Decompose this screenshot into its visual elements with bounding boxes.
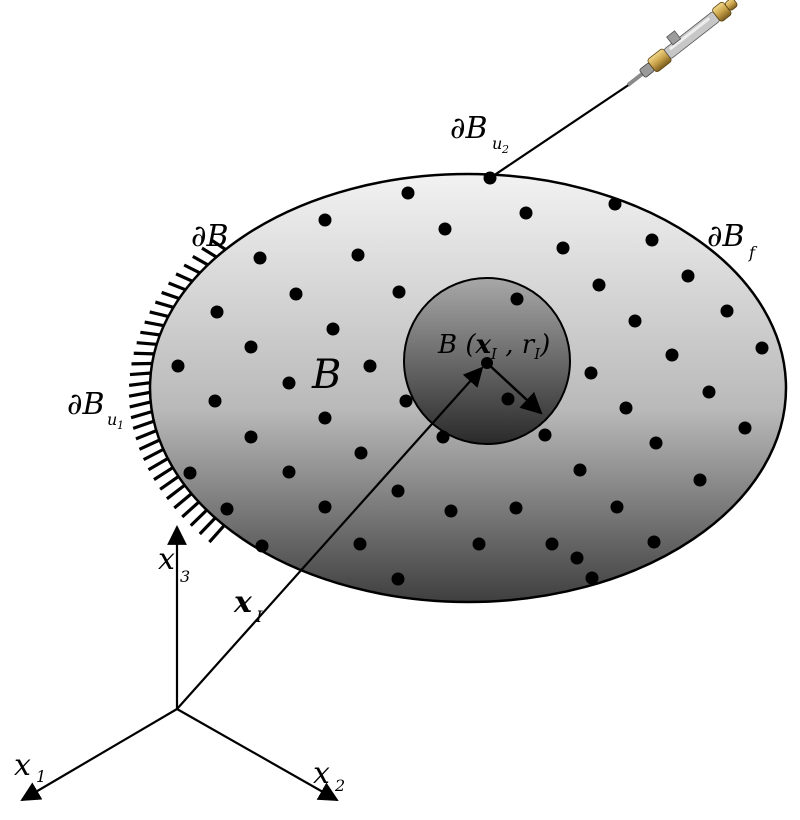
- node-point: [183, 466, 197, 480]
- node-point: [401, 186, 415, 200]
- node-point: [720, 304, 734, 318]
- node-point: [438, 222, 452, 236]
- node-point: [681, 269, 695, 283]
- label-axis-x2: x: [313, 756, 330, 791]
- label-boundary: ∂B: [191, 219, 229, 254]
- node-point: [647, 535, 661, 549]
- label-axis-x3: x: [158, 542, 175, 577]
- node-point: [570, 551, 584, 565]
- label-subdomain-x-sub: I: [490, 345, 498, 363]
- node-point: [472, 537, 486, 551]
- node-point: [693, 473, 707, 487]
- node-point: [318, 411, 332, 425]
- node-point: [318, 213, 332, 227]
- node-point: [738, 421, 752, 435]
- node-point: [392, 285, 406, 299]
- label-boundary-u2: ∂B: [450, 111, 488, 146]
- node-point: [649, 436, 663, 450]
- label-boundary-u2-subsub: 2: [501, 143, 509, 156]
- node-point: [363, 359, 377, 373]
- node-point: [282, 465, 296, 479]
- node-point: [755, 341, 769, 355]
- node-point: [519, 206, 533, 220]
- radius-arrow: [486, 362, 543, 415]
- node-point: [585, 571, 599, 585]
- node-points: [171, 171, 769, 586]
- node-point: [351, 248, 365, 262]
- label-position-vector-sub: I: [255, 607, 263, 626]
- node-point: [282, 376, 296, 390]
- node-point: [608, 197, 622, 211]
- node-point: [244, 340, 258, 354]
- node-point: [318, 500, 332, 514]
- label-boundary-u2-sub: u: [492, 134, 502, 153]
- label-axis-x3-sub: 3: [180, 567, 190, 586]
- label-boundary-u1: ∂B: [67, 387, 105, 422]
- node-point: [326, 322, 340, 336]
- position-vector-arrow: [176, 366, 484, 710]
- probe-wire: [489, 83, 631, 179]
- node-point: [220, 502, 234, 516]
- label-axis-x2-sub: 2: [334, 776, 345, 795]
- node-point: [665, 348, 679, 362]
- node-point: [645, 233, 659, 247]
- node-point: [444, 504, 458, 518]
- label-position-vector: x: [233, 585, 253, 620]
- node-point: [509, 501, 523, 515]
- axis-x1-line: [20, 708, 178, 802]
- syringe-probe-icon: [626, 0, 738, 87]
- node-point: [353, 537, 367, 551]
- node-point: [289, 287, 303, 301]
- label-boundary-u1-subsub: 1: [117, 419, 124, 432]
- node-point: [702, 385, 716, 399]
- label-subdomain-suffix: ): [539, 330, 550, 360]
- node-point: [556, 241, 570, 255]
- label-subdomain: B (xI , rI): [437, 330, 550, 363]
- label-subdomain-prefix: B (: [437, 330, 476, 360]
- label-boundary-f-sub: f: [748, 243, 758, 262]
- label-subdomain-r: r: [522, 330, 536, 360]
- node-point: [592, 278, 606, 292]
- node-point: [354, 446, 368, 460]
- node-point: [399, 394, 413, 408]
- axis-x2-line: [176, 708, 339, 801]
- node-point: [391, 484, 405, 498]
- label-boundary-u1-sub: u: [107, 410, 117, 429]
- subdomain-node-points: [436, 292, 552, 444]
- label-axis-x1-sub: 1: [36, 767, 46, 786]
- node-point: [253, 251, 267, 265]
- node-point: [244, 430, 258, 444]
- node-point: [610, 500, 624, 514]
- label-domain: B: [311, 352, 341, 398]
- node-point: [545, 537, 559, 551]
- node-point: [391, 572, 405, 586]
- node-point: [584, 366, 598, 380]
- node-point: [208, 394, 222, 408]
- node-point: [210, 305, 224, 319]
- node-point: [171, 359, 185, 373]
- label-subdomain-sep: ,: [497, 330, 522, 360]
- node-point: [628, 314, 642, 328]
- label-boundary-f: ∂B: [707, 219, 745, 254]
- coordinate-axes: [20, 525, 339, 802]
- node-point: [573, 463, 587, 477]
- label-subdomain-r-sub: I: [533, 345, 541, 363]
- node-point: [255, 539, 269, 553]
- label-axis-x1: x: [14, 748, 31, 783]
- label-subdomain-x: x: [475, 330, 492, 360]
- node-point: [619, 401, 633, 415]
